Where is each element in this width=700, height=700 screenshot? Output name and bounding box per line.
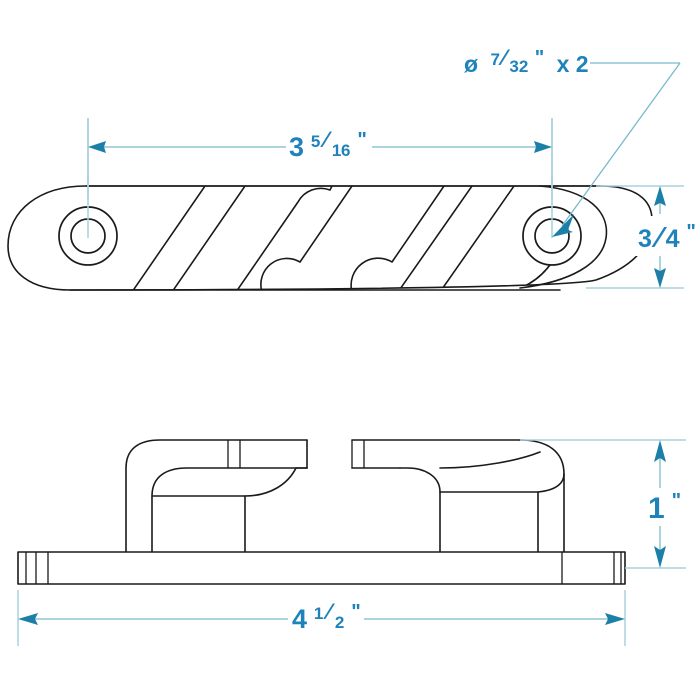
dimension-length-between-holes: 3 5 ⁄ 16 "	[87, 118, 553, 200]
horn-rib-6	[397, 186, 473, 290]
dim-length-whole: 3	[289, 132, 304, 162]
front-left-inner-curve	[244, 467, 308, 497]
front-base-plate	[17, 551, 626, 585]
dim-text-height: 1 "	[648, 490, 681, 525]
hole-note-unit: "	[535, 47, 544, 69]
hole-note-quantity: x 2	[557, 51, 589, 77]
hole-callout-leader	[552, 62, 681, 237]
dim-arrow-left	[88, 141, 106, 153]
leader-line-diagonal	[561, 62, 681, 227]
dim-height-unit: "	[672, 490, 681, 512]
dim-length-denominator: 16	[332, 141, 350, 160]
front-left-horn-outer	[125, 439, 308, 561]
dim-arrow-right	[534, 141, 552, 153]
height-arrow-top	[654, 440, 666, 462]
dimension-height: 1 "	[520, 439, 692, 569]
dimension-overall-length: 4 1 ⁄ 2 "	[17, 590, 626, 646]
dim-length-numerator: 5	[311, 132, 320, 151]
overall-arrow-right	[605, 613, 625, 625]
height-text-background	[640, 488, 692, 526]
dim-text-width: 3 ⁄ 4 "	[638, 221, 696, 254]
hole-note-denominator: 32	[509, 57, 528, 76]
hole-note-numerator: 7	[490, 50, 499, 69]
hole-note-symbol: ø	[464, 51, 478, 77]
dim-overall-whole: 4	[292, 604, 307, 634]
horn-rib-4	[260, 186, 353, 290]
hole-note-text: ø 7 ⁄ 32 " x 2	[464, 43, 589, 77]
front-left-block	[151, 467, 308, 561]
overall-arrow-left	[18, 613, 38, 625]
leader-arrowhead	[552, 214, 574, 237]
dimension-width: 3 ⁄ 4 "	[586, 185, 696, 289]
horn-rib-2	[171, 186, 246, 290]
front-right-horn-inner-curve	[439, 451, 541, 469]
dim-width-unit: "	[686, 221, 695, 243]
width-arrow-top	[654, 186, 666, 206]
overall-text-background	[288, 598, 364, 632]
width-text-background	[634, 216, 696, 256]
dim-text-overall-length: 4 1 ⁄ 2 "	[292, 595, 360, 634]
dim-overall-numerator: 1	[314, 604, 323, 623]
dim-width-numerator: 3	[638, 225, 652, 253]
width-arrow-bottom	[654, 268, 666, 288]
horn-rib-7	[439, 186, 515, 290]
horn-rib-5	[350, 186, 445, 290]
front-right-block-shelf-curve	[537, 473, 565, 493]
dim-overall-unit: "	[351, 601, 360, 623]
dim-width-denominator: 4	[666, 225, 680, 253]
front-right-block	[399, 467, 441, 561]
dim-length-unit: "	[357, 129, 366, 151]
horn-rib-1	[131, 186, 206, 290]
top-view	[7, 118, 653, 291]
front-view	[17, 439, 626, 585]
dim-text-background	[286, 126, 372, 160]
dim-text-length: 3 5 ⁄ 16 "	[289, 123, 367, 162]
dim-height-whole: 1	[648, 492, 664, 525]
horn-rib-3	[235, 186, 333, 290]
height-arrow-bottom	[654, 546, 666, 568]
dim-overall-denominator: 2	[335, 613, 344, 632]
top-view-right-tip-inner	[519, 185, 608, 289]
top-view-horn-ribs	[131, 186, 561, 290]
front-right-horn-outer	[519, 439, 565, 561]
